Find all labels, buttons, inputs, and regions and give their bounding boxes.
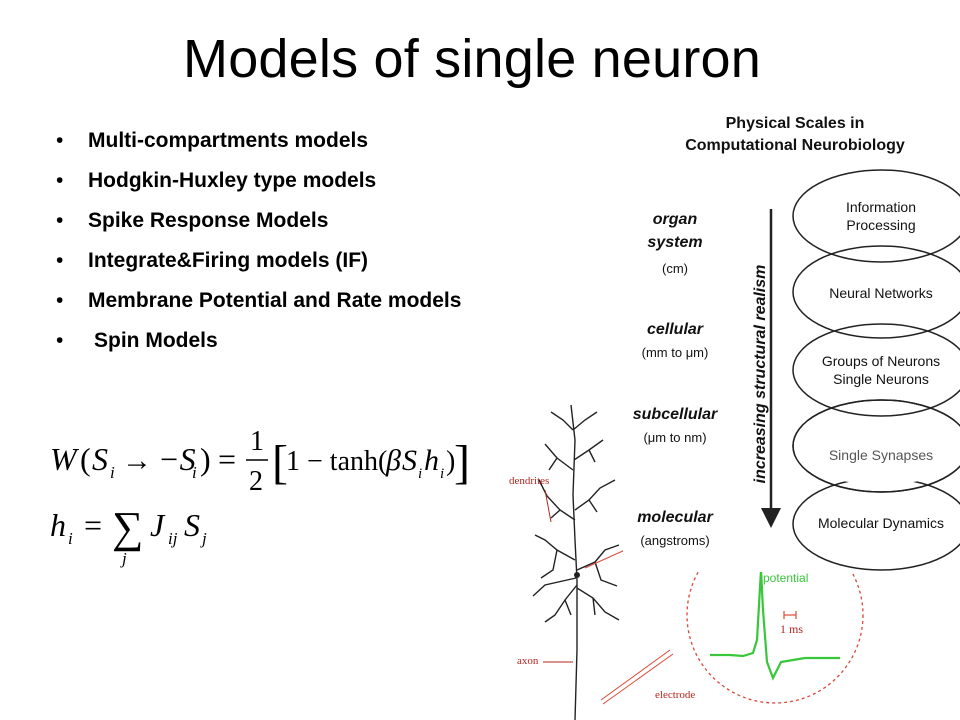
scales-title-line1: Physical Scales in xyxy=(726,115,865,132)
action-potential-trace xyxy=(710,569,840,681)
realism-arrow xyxy=(761,209,781,528)
physical-scales-figure: Physical Scales in Computational Neurobi… xyxy=(623,104,960,572)
eq1-denominator: 2 xyxy=(249,466,263,497)
level-organ-line2: system xyxy=(647,234,702,251)
ellipse-molecular: Molecular Dynamics xyxy=(818,515,944,531)
glauber-rate-equation: W ( S i → −S i ) = 1 2 [ 1 − tanh( β S i… xyxy=(50,428,470,497)
eq1-W: W xyxy=(50,441,80,477)
bullet-item: Spike Response Models xyxy=(52,208,482,234)
ellipse-info-line1: Information xyxy=(846,199,916,215)
bullet-item: Spin Models xyxy=(52,328,482,354)
slide-title: Models of single neuron xyxy=(183,29,761,89)
bullet-item: Multi-compartments models xyxy=(52,128,482,154)
time-scale-label: 1 ms xyxy=(780,622,803,636)
level-subcellular-unit: (μm to nm) xyxy=(643,430,706,445)
eq1-lparen: ( xyxy=(80,441,91,477)
level-subcellular-label: subcellular xyxy=(633,406,718,423)
eq1-numerator: 1 xyxy=(250,428,264,457)
eq1-bracket-close: ] xyxy=(454,436,470,489)
eq2-sub-i: i xyxy=(68,529,73,548)
level-cellular-unit: (mm to μm) xyxy=(642,345,709,360)
neuron-dendrite-tree xyxy=(532,404,620,720)
eq1-sub-i: i xyxy=(440,466,444,482)
bullet-item: Integrate&Firing models (IF) xyxy=(52,248,482,274)
eq2-equals: = xyxy=(84,507,102,543)
bullet-list: Multi-compartments models Hodgkin-Huxley… xyxy=(52,128,482,368)
ellipse-synapses: Single Synapses xyxy=(829,447,933,463)
ellipse-groups-line2: Single Neurons xyxy=(833,371,929,387)
eq1-equals: = xyxy=(218,441,236,477)
eq1-beta: β xyxy=(385,444,401,477)
eq1-rparen: ) xyxy=(200,441,211,477)
eq1-S: S xyxy=(92,441,108,477)
level-molecular-label: molecular xyxy=(637,509,713,526)
eq2-sum: ∑ xyxy=(112,503,143,552)
eq1-close: ) xyxy=(446,446,455,477)
realism-arrow-label: increasing structural realism xyxy=(752,265,769,484)
bullet-item: Hodgkin-Huxley type models xyxy=(52,168,482,194)
eq1-arrow: → xyxy=(122,444,152,477)
eq2-J: J xyxy=(150,507,166,543)
ellipse-networks: Neural Networks xyxy=(829,285,932,301)
eq1-minus-S: −S xyxy=(158,441,196,477)
eq2-h: h xyxy=(50,507,66,543)
ellipse-groups-line1: Groups of Neurons xyxy=(822,353,940,369)
eq1-sub-i: i xyxy=(418,466,422,482)
eq1-sub-i: i xyxy=(192,463,197,482)
pyramidal-neuron-figure: potential 1 ms dendrites xyxy=(509,404,864,720)
level-organ-unit: (cm) xyxy=(662,261,688,276)
local-field-equation: h i = ∑ j J ij S j xyxy=(50,503,207,568)
ellipse-info-line2: Processing xyxy=(846,217,915,233)
eq2-sub-ij: ij xyxy=(168,529,178,548)
dendrites-label: dendrites xyxy=(509,475,549,487)
eq1-h: h xyxy=(424,444,439,477)
electrode-label: electrode xyxy=(655,689,695,701)
bullet-item: Membrane Potential and Rate models xyxy=(52,288,482,314)
eq1-bracket-open: [ xyxy=(272,436,288,489)
level-cellular-label: cellular xyxy=(647,321,704,338)
eq2-sum-index: j xyxy=(120,549,127,568)
level-molecular-unit: (angstroms) xyxy=(640,533,709,548)
eq2-S: S xyxy=(184,507,200,543)
eq1-sub-i: i xyxy=(110,463,115,482)
potential-label: potential xyxy=(763,571,808,585)
axon-label: axon xyxy=(517,655,539,667)
scales-title-line2: Computational Neurobiology xyxy=(685,137,905,154)
level-organ-line1: organ xyxy=(653,211,698,228)
electrode-lines xyxy=(584,549,674,705)
eq2-sub-j: j xyxy=(200,529,207,548)
neuron-spines xyxy=(574,572,580,578)
eq1-tanh: 1 − tanh( xyxy=(286,446,387,477)
eq1-S3: S xyxy=(402,444,417,477)
